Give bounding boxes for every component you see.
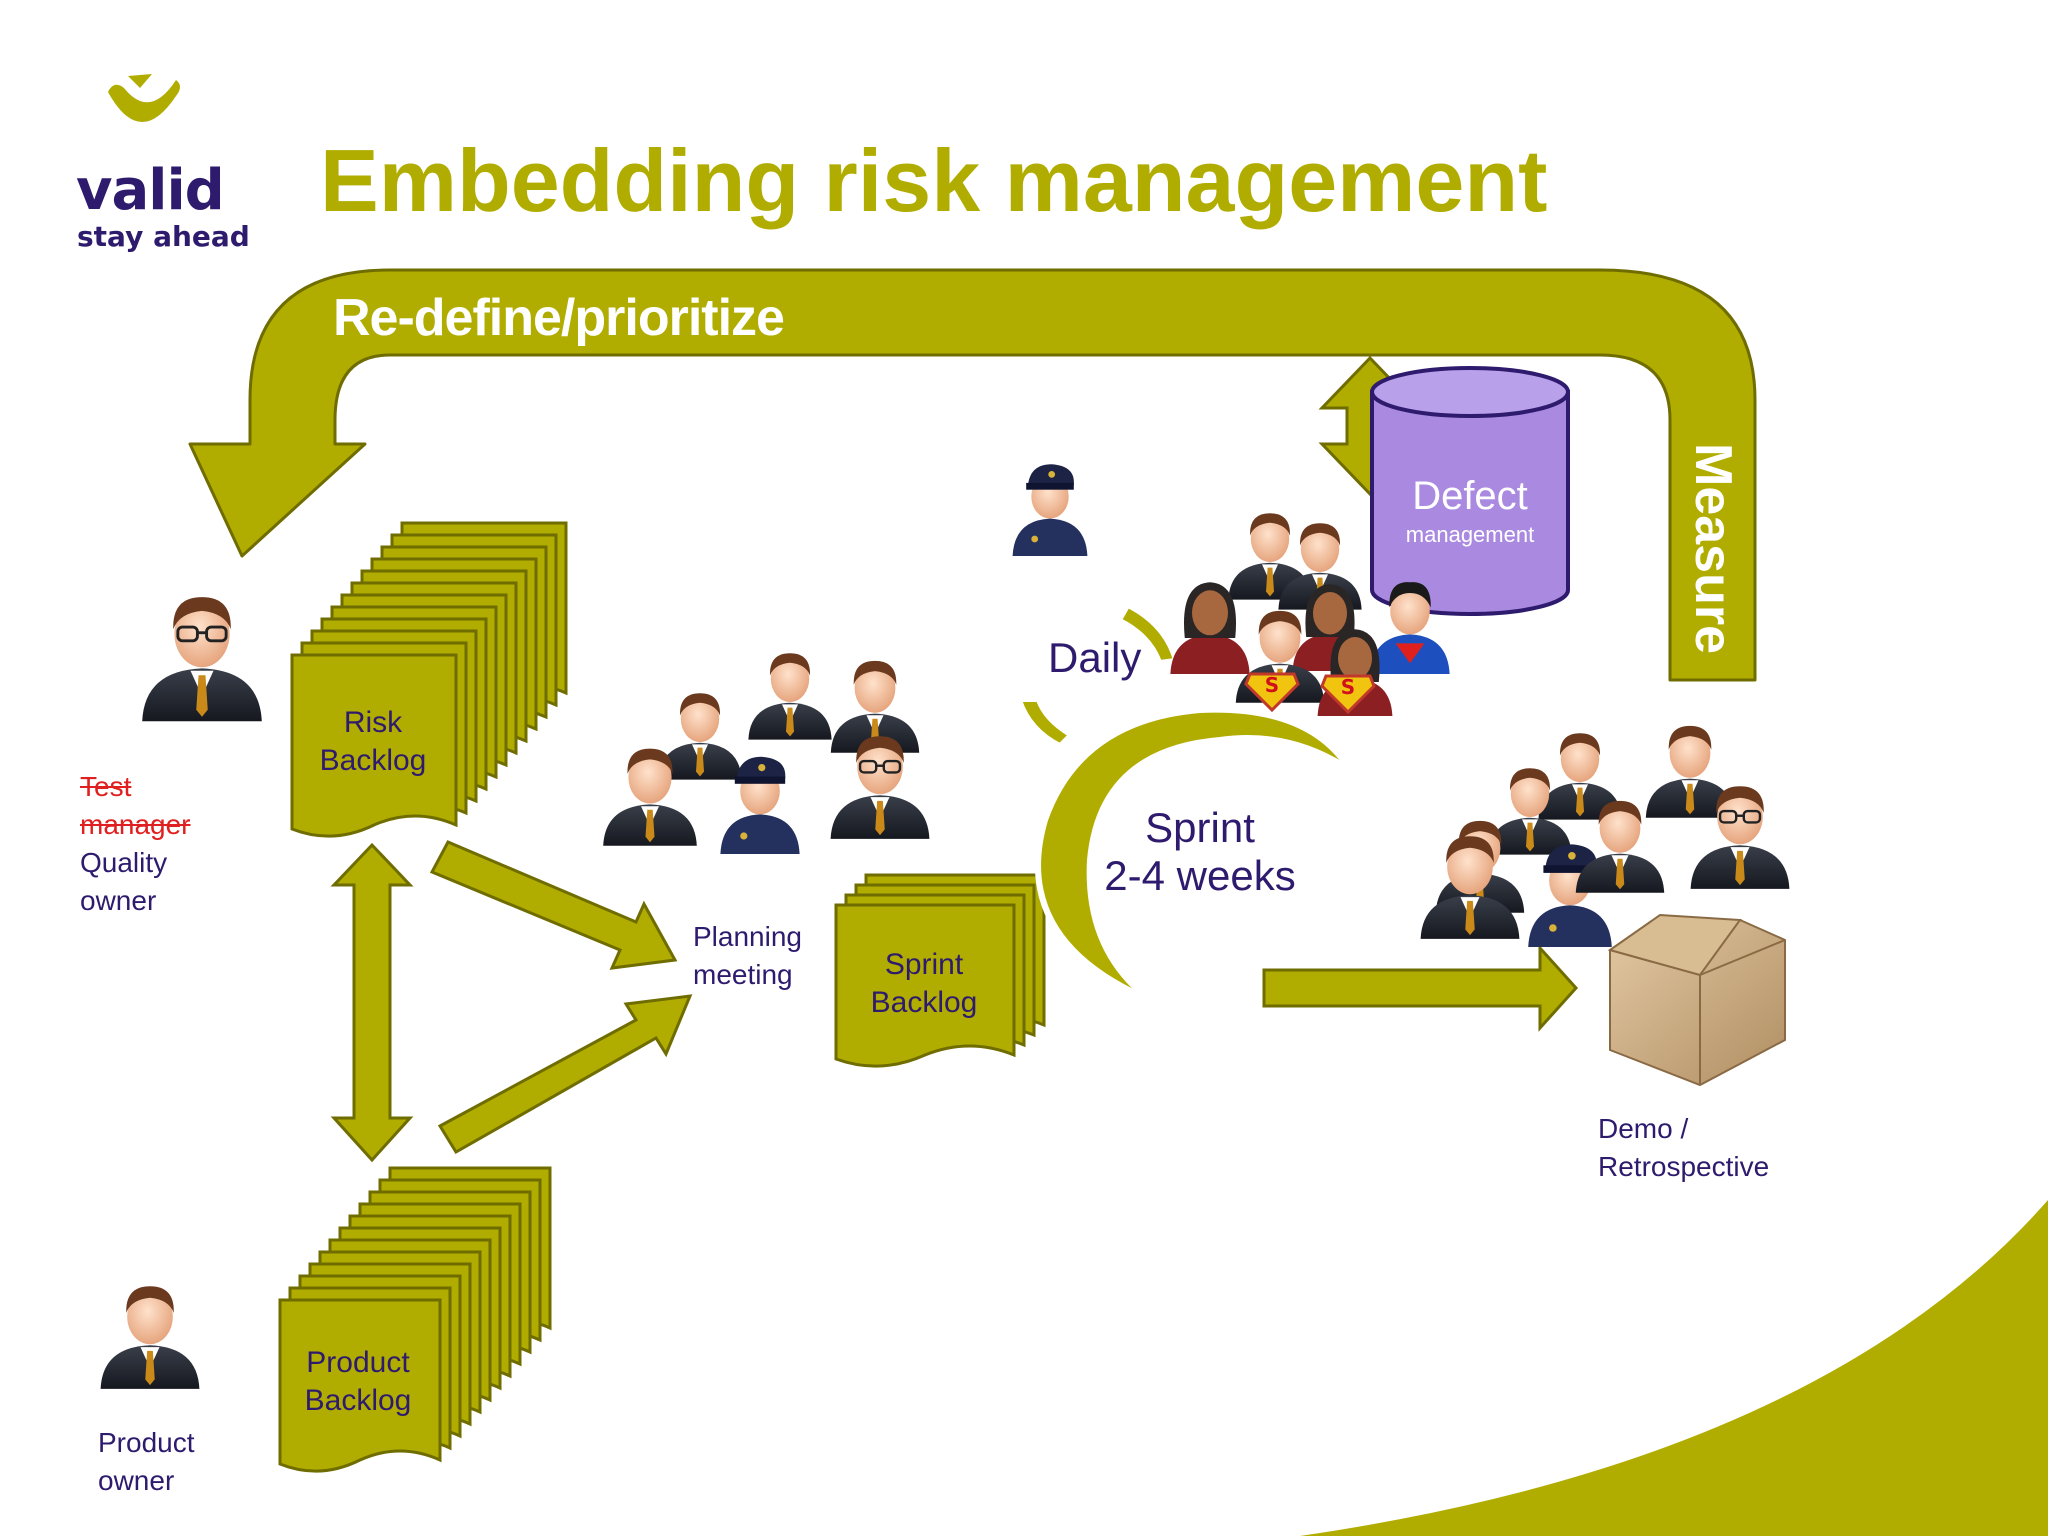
product-owner-icon (100, 1286, 200, 1389)
demo-retro-label: Demo / Retrospective (1598, 1113, 1770, 1182)
database-icon (1370, 366, 1570, 616)
backlog-page (278, 1298, 442, 1473)
product-backlog-label: Product Backlog (304, 1346, 412, 1417)
test-manager-label: Test manager (80, 771, 191, 840)
sprint-to-demo-arrow (1262, 944, 1579, 1032)
product-to-planning-arrow (437, 994, 693, 1155)
sprint-backlog-label: Sprint Backlog (870, 948, 978, 1019)
defect-subtitle: management (1405, 522, 1535, 547)
corner-swoosh (1300, 1200, 2048, 1536)
product-backlog-stack[interactable] (278, 1166, 552, 1473)
backlog-page (834, 903, 1016, 1068)
box-icon (1607, 913, 1786, 1087)
backlog-sync-arrow (330, 842, 414, 1163)
defect-title: Defect (1412, 474, 1528, 518)
sprint-label: Sprint (1145, 804, 1255, 851)
risk-backlog-label: Risk Backlog (319, 706, 427, 777)
redefine-loop-arrow (188, 268, 1757, 682)
police-icon (1012, 464, 1088, 556)
product-owner-label: Product owner (98, 1427, 195, 1496)
valid-logo-icon (108, 74, 180, 123)
risk-backlog-stack[interactable] (290, 521, 568, 838)
risk-to-planning-arrow (429, 840, 678, 970)
redefine-label: Re-define/prioritize (333, 289, 785, 347)
page-title: Embedding risk management (320, 131, 1548, 230)
sprint-backlog-stack[interactable] (834, 873, 1046, 1068)
logo-tagline: stay ahead (77, 220, 250, 253)
backlog-page (290, 653, 458, 838)
demo-team-icon (1420, 725, 1790, 947)
sprint-cycle-arc (1017, 603, 1353, 1003)
quality-owner-label: Quality owner (80, 847, 168, 916)
planning-meeting-label: Planning meeting (693, 921, 802, 990)
daily-label: Daily (1048, 634, 1142, 681)
quality-owner-icon (142, 597, 262, 722)
measure-label: Measure (1684, 443, 1742, 654)
planning-team-icon (603, 653, 930, 854)
sprint-duration-label: 2-4 weeks (1104, 852, 1296, 899)
logo-name: valid (76, 158, 225, 223)
